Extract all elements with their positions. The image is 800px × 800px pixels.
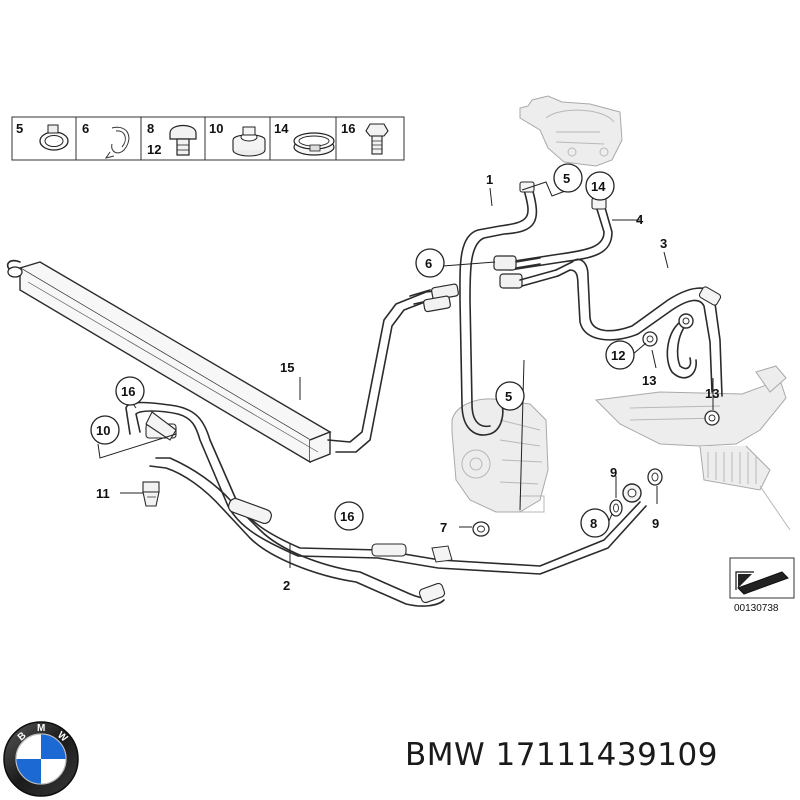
banjo-fitting-8-icon — [622, 483, 642, 503]
callout-1: 1 — [486, 172, 493, 187]
callout-5b-circle — [495, 381, 525, 411]
legend-number-14: 14 — [274, 121, 289, 136]
callout-5a-circle — [553, 163, 583, 193]
callout-2: 2 — [283, 578, 290, 593]
legend-number-6: 6 — [82, 121, 89, 136]
washer-12-icon — [642, 331, 658, 347]
legend-number-8: 8 — [147, 121, 154, 136]
callout-15: 15 — [280, 360, 294, 375]
clamp-band-icon — [293, 132, 335, 156]
callout-14-circle — [585, 171, 615, 201]
callout-5a: 5 — [563, 171, 570, 186]
svg-text:M: M — [37, 723, 45, 734]
legend-number-5: 5 — [16, 121, 23, 136]
legend-number-16: 16 — [341, 121, 355, 136]
banjo-bolt-icon — [169, 124, 197, 156]
callout-12: 12 — [611, 348, 625, 363]
callout-9a: 9 — [610, 465, 617, 480]
spring-clip-icon — [104, 126, 130, 159]
legend-number-12: 12 — [147, 142, 161, 157]
legend-strip: 5 6 8 12 10 14 — [11, 116, 405, 161]
callout-10-circle — [90, 415, 120, 445]
reference-box: 00130738 — [729, 557, 795, 614]
callout-8: 8 — [590, 516, 597, 531]
callout-5b: 5 — [505, 389, 512, 404]
arrow-icon — [735, 571, 789, 595]
steering-rack-ghost — [594, 365, 791, 531]
power-steering-pump-ghost — [451, 398, 549, 513]
callout-16b: 16 — [340, 509, 354, 524]
callouts: 1 5 14 4 3 6 15 5 12 13 13 16 10 11 16 7… — [90, 163, 719, 593]
leader-lines — [97, 181, 714, 568]
callout-9b: 9 — [652, 516, 659, 531]
hose-assembly — [125, 181, 723, 607]
hex-bolt-icon — [365, 123, 389, 155]
callout-13a: 13 — [642, 373, 656, 388]
callout-10: 10 — [96, 423, 110, 438]
callout-12-circle — [605, 340, 635, 370]
reference-code: 00130738 — [734, 603, 779, 614]
callout-16a-circle — [115, 376, 145, 406]
callout-4: 4 — [636, 212, 644, 227]
legend-number-10: 10 — [209, 121, 223, 136]
callout-7: 7 — [440, 520, 447, 535]
bolt-11-icon — [142, 481, 160, 507]
bmw-logo: B M W — [3, 721, 79, 797]
callout-3: 3 — [660, 236, 667, 251]
part-number-caption: BMW 17111439109 — [405, 737, 718, 773]
callout-14: 14 — [591, 179, 606, 194]
oil-cooler-radiator — [6, 259, 332, 464]
callout-8-circle — [580, 508, 610, 538]
callout-11: 11 — [96, 486, 110, 501]
callout-6-circle — [415, 248, 445, 278]
callout-13b: 13 — [705, 386, 719, 401]
washer-9b-icon — [609, 499, 623, 517]
washer-9-icon — [647, 468, 663, 486]
washer-7-icon — [472, 521, 490, 537]
hose-clamp-icon — [39, 124, 69, 151]
callout-16a: 16 — [121, 384, 135, 399]
callout-6: 6 — [425, 256, 432, 271]
grommet-icon — [232, 126, 266, 157]
washer-13b-icon — [704, 410, 720, 426]
reservoir-pump-ghost — [519, 95, 623, 167]
callout-16b-circle — [334, 501, 364, 531]
